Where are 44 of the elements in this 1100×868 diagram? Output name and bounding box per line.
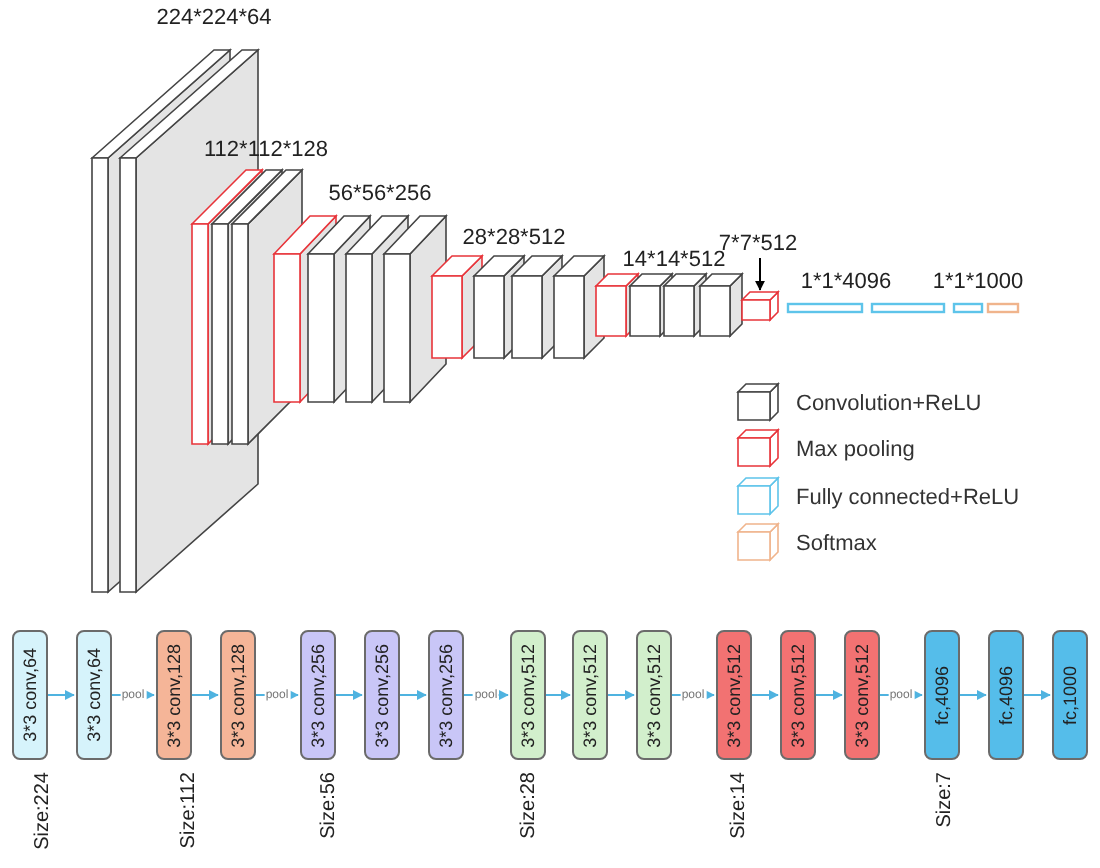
arrow — [607, 690, 635, 700]
layer-box: 3*3 conv,512 — [844, 630, 880, 760]
dimension-text: 224*224*64 — [156, 8, 272, 30]
arrow — [545, 690, 571, 700]
layer-box: 3*3 conv,512 — [572, 630, 608, 760]
dimension-text: 1*1*1000 — [932, 272, 1024, 294]
legend-text: Fully connected+ReLU — [796, 488, 1020, 510]
arrow — [1023, 690, 1051, 700]
pooling-layer-box — [740, 290, 780, 322]
size-label: Size:7 — [936, 772, 956, 828]
layer-box: fc,4096 — [988, 630, 1024, 760]
legend-text: Convolution+ReLU — [796, 394, 982, 416]
size-label: Size:224 — [34, 772, 54, 850]
arrow — [815, 690, 843, 700]
arrow — [191, 690, 219, 700]
layer-box: 3*3 conv,256 — [364, 630, 400, 760]
arrow — [399, 690, 427, 700]
layer-box: 3*3 conv,256 — [300, 630, 336, 760]
arrow — [959, 690, 987, 700]
layer-box: 3*3 conv,512 — [636, 630, 672, 760]
size-label: Size:112 — [180, 772, 200, 849]
dimension-text: 28*28*512 — [462, 228, 566, 250]
legend-text: Max pooling — [796, 440, 915, 462]
layer-box: 3*3 conv,128 — [220, 630, 256, 760]
layer-box: fc,4096 — [924, 630, 960, 760]
layer-box: 3*3 conv,64 — [76, 630, 112, 760]
size-label: Size:28 — [520, 772, 540, 839]
layer-box: 3*3 conv,512 — [510, 630, 546, 760]
layer-box: 3*3 conv,256 — [428, 630, 464, 760]
dimension-text: 56*56*256 — [328, 184, 432, 206]
size-label: Size:56 — [320, 772, 340, 839]
layer-box: 3*3 conv,512 — [716, 630, 752, 760]
legend-text: Softmax — [796, 534, 877, 556]
dimension-text: 1*1*4096 — [800, 272, 892, 294]
layer-box: fc,1000 — [1052, 630, 1088, 760]
size-label: Size:14 — [730, 772, 750, 839]
arrow — [751, 690, 779, 700]
arrow — [335, 690, 363, 700]
layer-box: 3*3 conv,512 — [780, 630, 816, 760]
layer-box: 3*3 conv,128 — [156, 630, 192, 760]
leader-arrow — [755, 257, 765, 291]
layer-box: 3*3 conv,64 — [12, 630, 48, 760]
dimension-text: 14*14*512 — [622, 250, 726, 272]
arrow — [47, 690, 75, 700]
